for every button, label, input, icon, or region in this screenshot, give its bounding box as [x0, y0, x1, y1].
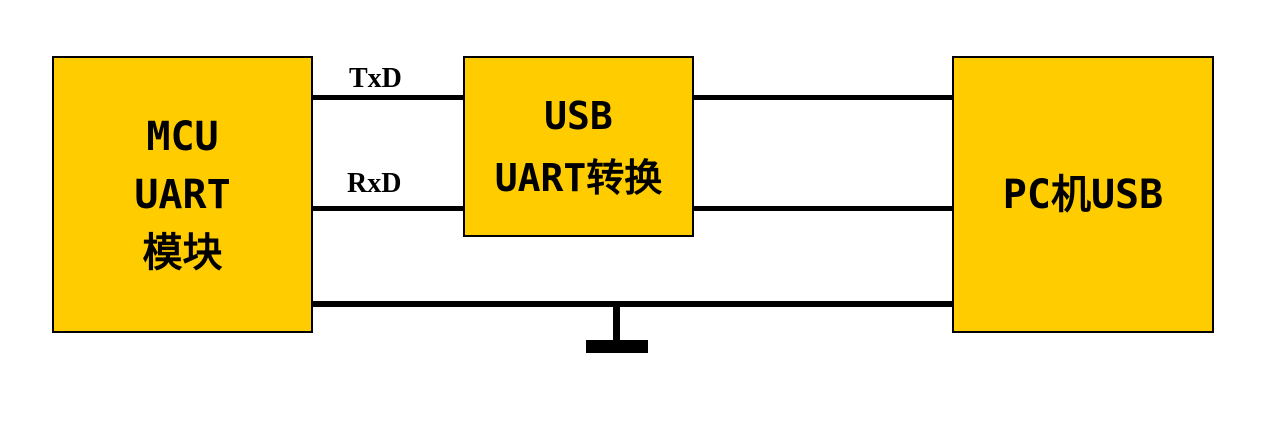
converter-label-line-1: USB [544, 93, 613, 138]
pc-label: PC机USB [1002, 171, 1164, 218]
mcu-label-line-2: UART [134, 171, 231, 218]
txd-label: TxD [349, 63, 402, 94]
mcu-uart-block: MCU UART 模块 [52, 56, 313, 333]
ground-bar [586, 340, 648, 353]
usb-upper-wire [694, 95, 952, 100]
converter-label-line-2: UART转换 [494, 155, 663, 200]
mcu-label-line-3: 模块 [142, 229, 223, 276]
ground-wire [313, 301, 952, 307]
txd-wire [313, 95, 463, 100]
pc-usb-block: PC机USB [952, 56, 1214, 333]
usb-lower-wire [694, 206, 952, 211]
mcu-label-line-1: MCU [146, 113, 219, 160]
rxd-label: RxD [347, 168, 402, 199]
ground-stem [613, 307, 620, 341]
rxd-wire [313, 206, 463, 211]
usb-uart-converter-block: USB UART转换 [463, 56, 694, 237]
